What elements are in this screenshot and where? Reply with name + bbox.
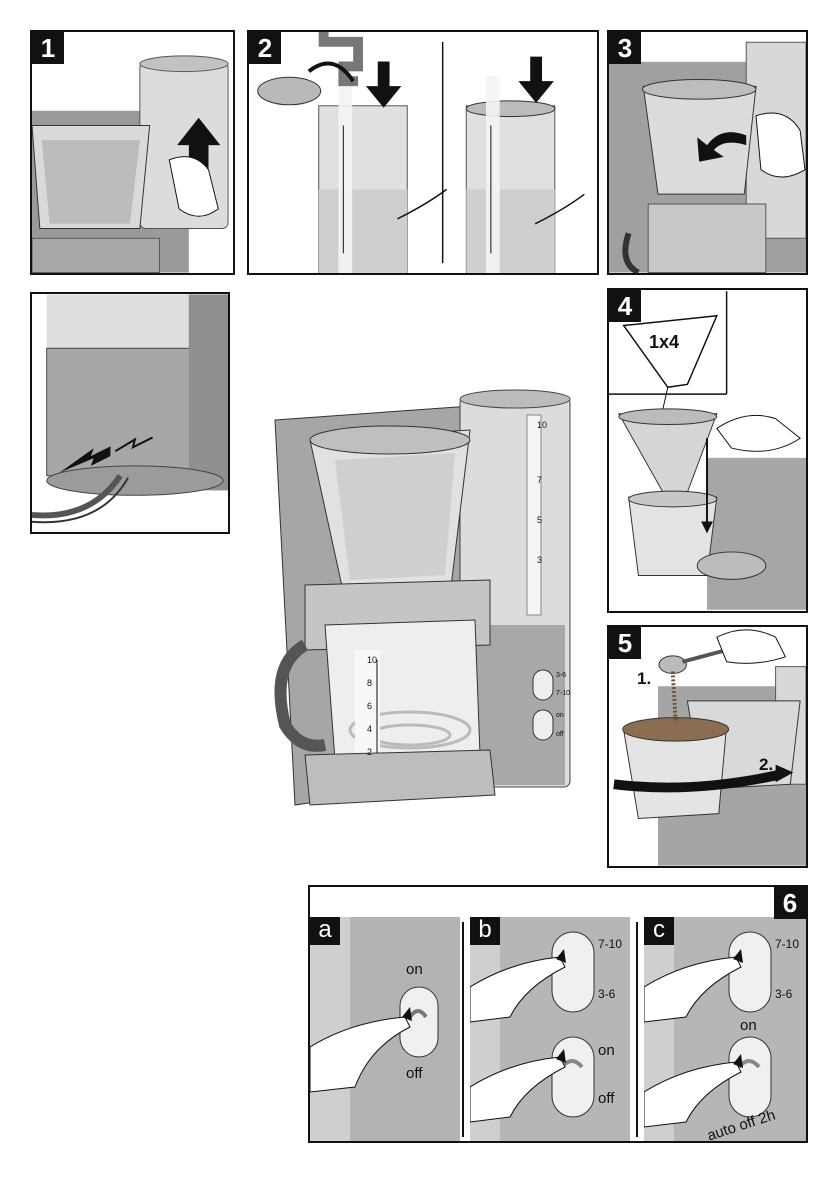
coffee-machine-illustration <box>265 385 595 815</box>
machine-switch-label-off: off <box>556 731 564 738</box>
step-6-divider-1-line <box>462 922 464 1137</box>
step-4-number: 4 <box>609 290 641 322</box>
step-2-panel: 2 <box>247 30 599 275</box>
step-6b-on-label: on <box>598 1042 615 1059</box>
step-6b-off-label: off <box>598 1090 614 1107</box>
step-1-panel: 1 <box>30 30 235 275</box>
step-5-number: 5 <box>609 627 641 659</box>
step-6a-illustration <box>310 917 460 1143</box>
machine-switch-label-on: on <box>556 712 564 719</box>
step-6b-cups-low: 3-6 <box>598 987 615 1001</box>
step-4-illustration <box>609 290 806 611</box>
step-6c-tag: c <box>644 917 674 945</box>
step-6c-on-label: on <box>740 1017 757 1034</box>
step-2-illustration <box>249 32 597 273</box>
step-3-panel: 3 <box>607 30 808 275</box>
tank-mark-3: 3 <box>537 555 542 565</box>
step-6a-tag: a <box>310 917 340 945</box>
filter-size-label: 1x4 <box>649 332 679 353</box>
step-6c-panel: c 7-10 3-6 on auto off 2h <box>644 917 808 1143</box>
carafe-mark-4: 4 <box>367 724 372 734</box>
step-1-illustration <box>32 32 233 273</box>
carafe-mark-6: 6 <box>367 701 372 711</box>
step-3-number: 3 <box>609 32 641 64</box>
step-5-sub-2: 2. <box>759 755 773 775</box>
step-2-number: 2 <box>249 32 281 64</box>
step-5-panel: 5 1. 2. <box>607 625 808 868</box>
step-6-panel: 6 a on off b 7-10 3-6 on off <box>308 885 808 1143</box>
step-6a-off-label: off <box>406 1065 422 1082</box>
step-4-panel: 4 1x4 <box>607 288 808 613</box>
step-6b-tag: b <box>470 917 500 945</box>
step-6-divider-2-line <box>636 922 638 1137</box>
machine-switch-label-high: 3-6 <box>556 672 566 679</box>
tank-mark-10: 10 <box>537 420 547 430</box>
carafe-mark-10: 10 <box>367 655 377 665</box>
step-6a-on-label: on <box>406 961 423 978</box>
step-5-illustration <box>609 627 806 866</box>
step-6c-cups-high: 7-10 <box>775 937 799 951</box>
step-1-number: 1 <box>32 32 64 64</box>
step-6b-cups-high: 7-10 <box>598 937 622 951</box>
step-6a-panel: a on off <box>310 917 460 1143</box>
step-5-sub-1: 1. <box>637 669 651 689</box>
step-6b-panel: b 7-10 3-6 on off <box>470 917 630 1143</box>
carafe-mark-8: 8 <box>367 678 372 688</box>
step-6c-cups-low: 3-6 <box>775 987 792 1001</box>
step-6-number: 6 <box>774 887 806 919</box>
tank-mark-7: 7 <box>537 475 542 485</box>
cord-storage-panel <box>30 292 230 534</box>
machine-switch-label-low: 7-10 <box>556 690 570 697</box>
step-3-illustration <box>609 32 806 273</box>
tank-mark-5: 5 <box>537 515 542 525</box>
carafe-mark-2: 2 <box>367 747 372 757</box>
cord-storage-illustration <box>32 294 228 532</box>
